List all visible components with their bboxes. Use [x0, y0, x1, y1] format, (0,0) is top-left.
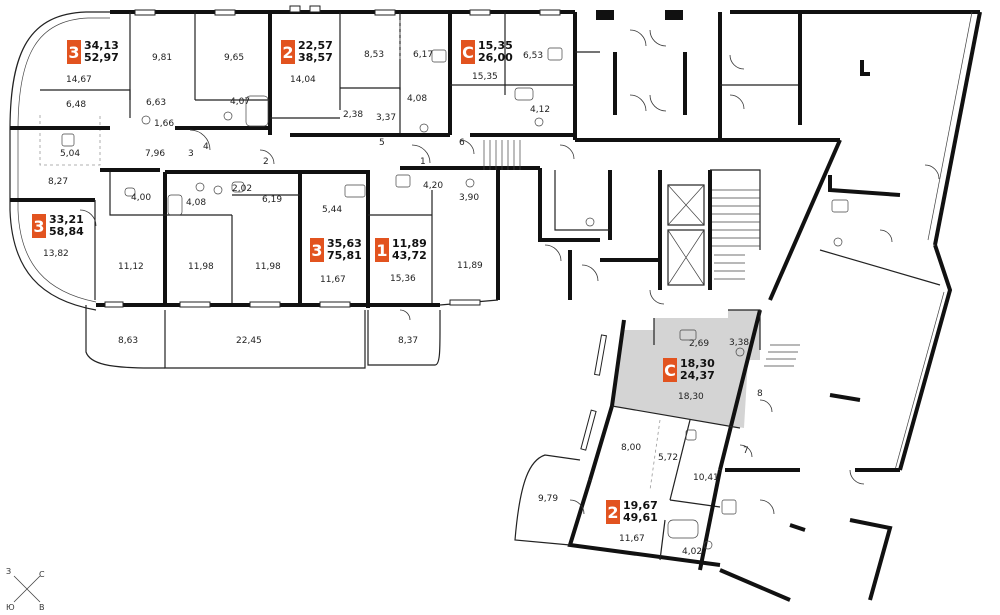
room-area[interactable]: 4,12	[530, 105, 550, 115]
room-area[interactable]: 11,67	[320, 275, 346, 285]
apartment-type: 2	[606, 500, 620, 524]
room-area[interactable]: 14,67	[66, 75, 92, 85]
room-area[interactable]: 4,00	[131, 193, 151, 203]
room-area[interactable]: 11,98	[188, 262, 214, 272]
living-area: 11,89	[392, 237, 427, 250]
room-area[interactable]: 11,98	[255, 262, 281, 272]
room-area[interactable]: 3,37	[376, 113, 396, 123]
room-area[interactable]: 4,08	[186, 198, 206, 208]
apartment-type: 1	[375, 238, 389, 262]
entrance-number: 2	[263, 157, 269, 167]
highlighted-apartment[interactable]	[612, 310, 760, 428]
entrance-number: 5	[379, 138, 385, 148]
living-area: 35,63	[327, 237, 362, 250]
compass-north: С	[39, 570, 45, 579]
balcony-southeast	[514, 454, 581, 546]
entrance-number: 8	[757, 389, 763, 399]
room-area[interactable]: 14,04	[290, 75, 316, 85]
room-area[interactable]: 9,65	[224, 53, 244, 63]
room-area[interactable]: 10,41	[693, 473, 719, 483]
room-area[interactable]: 15,36	[390, 274, 416, 284]
room-area[interactable]: 8,63	[118, 336, 138, 346]
living-area: 22,57	[298, 39, 333, 52]
total-area: 38,57	[298, 51, 333, 64]
room-area[interactable]: 3,90	[459, 193, 479, 203]
room-area[interactable]: 4,07	[230, 97, 250, 107]
room-area[interactable]: 9,81	[152, 53, 172, 63]
room-area[interactable]: 8,37	[398, 336, 418, 346]
room-area[interactable]: 5,72	[658, 453, 678, 463]
apartment-type: 3	[32, 214, 46, 238]
compass: З С Ю В	[6, 567, 45, 612]
apartment-type: 3	[67, 40, 81, 64]
apartment-type: 3	[310, 238, 324, 262]
room-area[interactable]: 11,67	[619, 534, 645, 544]
room-area[interactable]: 13,82	[43, 249, 69, 259]
living-area: 33,21	[49, 213, 84, 226]
room-area[interactable]: 11,89	[457, 261, 483, 271]
apartment-type: С	[663, 358, 677, 382]
entrance-number: 3	[188, 149, 194, 159]
room-area[interactable]: 22,45	[236, 336, 262, 346]
entrance-numbers: 3 4 2 5 1 6 8 7	[188, 138, 763, 456]
room-area[interactable]: 1,66	[154, 119, 174, 129]
apartment-type: С	[461, 40, 475, 64]
living-area: 15,35	[478, 39, 513, 52]
room-area[interactable]: 2,02	[232, 184, 252, 194]
entrance-number: 1	[420, 157, 426, 167]
room-area[interactable]: 6,53	[523, 51, 543, 61]
living-area: 19,67	[623, 499, 658, 512]
room-area[interactable]: 5,44	[322, 205, 342, 215]
total-area: 26,00	[478, 51, 513, 64]
total-area: 52,97	[84, 51, 119, 64]
room-area[interactable]: 2,38	[343, 110, 363, 120]
entrance-number: 6	[459, 138, 465, 148]
room-area[interactable]: 6,17	[413, 50, 433, 60]
room-area[interactable]: 11,12	[118, 262, 144, 272]
entrance-number: 4	[203, 142, 209, 152]
room-area[interactable]: 8,00	[621, 443, 641, 453]
living-area: 34,13	[84, 39, 119, 52]
room-area[interactable]: 18,30	[678, 392, 704, 402]
compass-west: З	[6, 567, 11, 576]
room-area[interactable]: 6,19	[262, 195, 282, 205]
apartment-type: 2	[281, 40, 295, 64]
room-area[interactable]: 4,20	[423, 181, 443, 191]
entrance-number: 7	[743, 446, 749, 456]
compass-east: В	[39, 603, 45, 612]
room-area[interactable]: 7,96	[145, 149, 165, 159]
room-area[interactable]: 4,02	[682, 547, 702, 557]
room-area[interactable]: 6,48	[66, 100, 86, 110]
room-area[interactable]: 2,69	[689, 339, 709, 349]
balcony-west	[85, 305, 165, 369]
compass-south: Ю	[6, 603, 15, 612]
total-area: 49,61	[623, 511, 658, 524]
room-area[interactable]: 4,08	[407, 94, 427, 104]
total-area: 43,72	[392, 249, 427, 262]
room-area[interactable]: 8,27	[48, 177, 68, 187]
room-area-labels: 9,81 9,65 14,67 6,48 6,63 4,07 1,66 5,04…	[43, 50, 749, 557]
total-area: 58,84	[49, 225, 84, 238]
total-area: 75,81	[327, 249, 362, 262]
room-area[interactable]: 9,79	[538, 494, 558, 504]
room-area[interactable]: 8,53	[364, 50, 384, 60]
room-area[interactable]: 6,63	[146, 98, 166, 108]
room-area[interactable]: 5,04	[60, 149, 80, 159]
total-area: 24,37	[680, 369, 715, 382]
room-area[interactable]: 15,35	[472, 72, 498, 82]
room-area[interactable]: 3,38	[729, 338, 749, 348]
living-area: 18,30	[680, 357, 715, 370]
